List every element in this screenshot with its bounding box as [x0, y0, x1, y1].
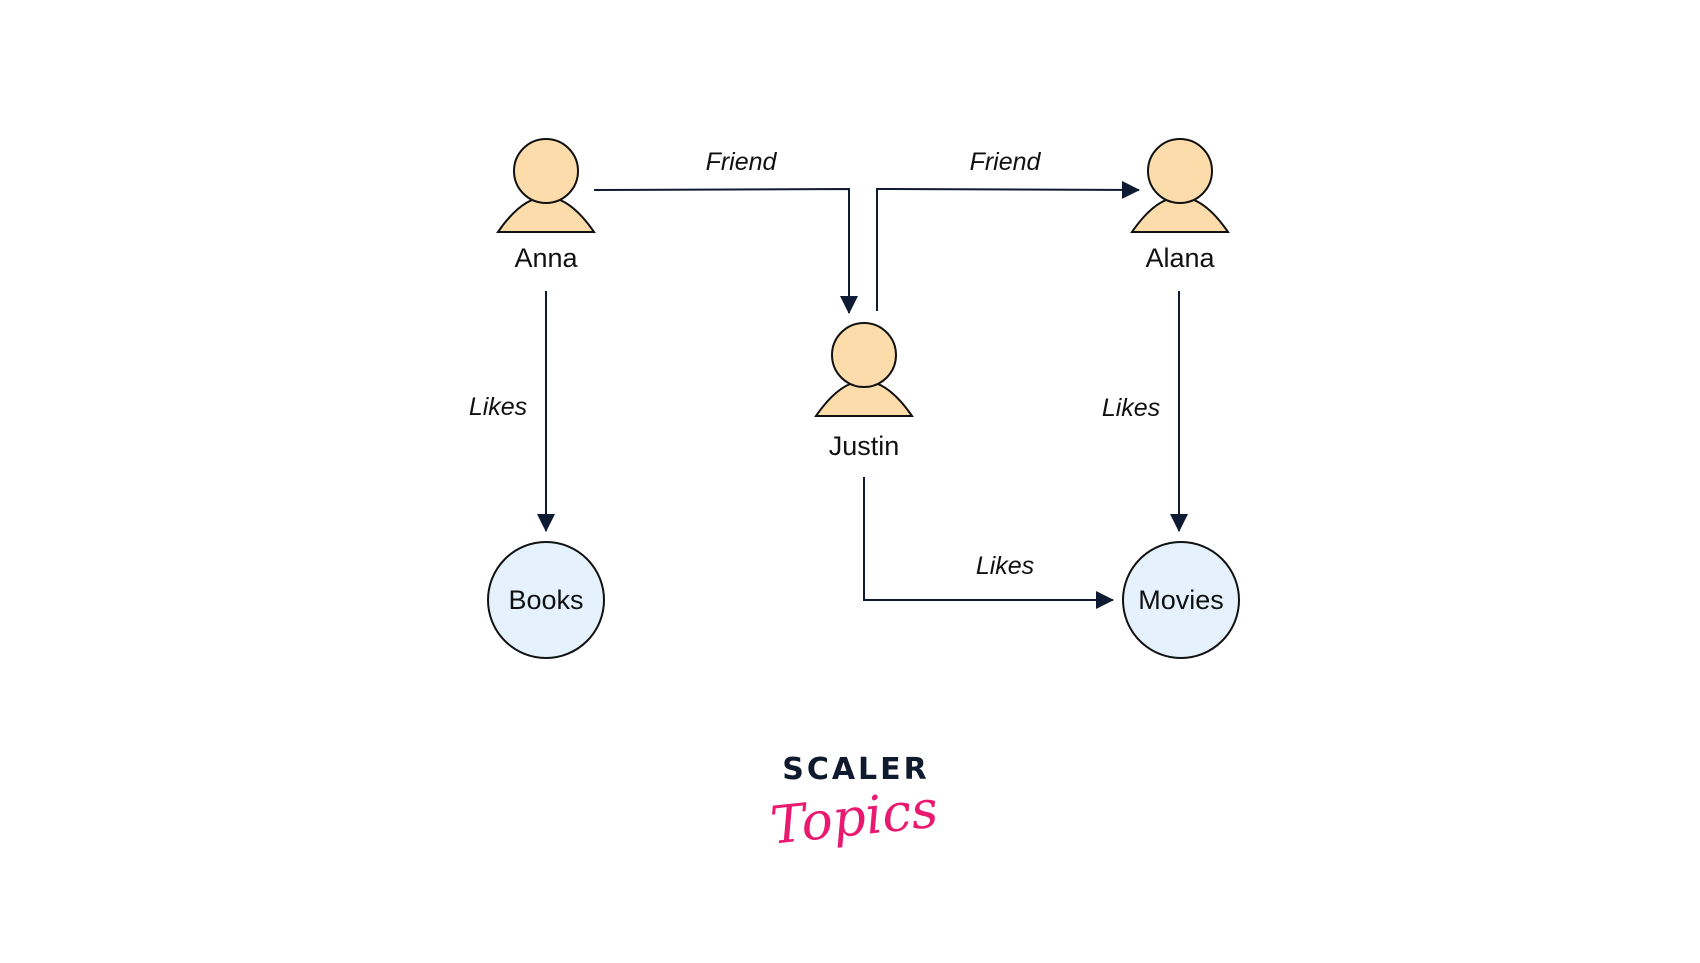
scaler-topics-logo: SCALER Topics: [768, 752, 941, 857]
edge-justin-alana: Friend: [876, 148, 1140, 311]
logo-scaler: SCALER: [782, 752, 930, 787]
node-justin: Justin: [814, 322, 914, 461]
edge-label-likes: Likes: [976, 552, 1034, 580]
node-anna: Anna: [496, 138, 596, 273]
node-label: Alana: [1145, 243, 1215, 273]
edge-label-likes: Likes: [1102, 394, 1160, 422]
node-books: Books: [487, 541, 605, 659]
edge-anna-books: Likes: [469, 291, 555, 532]
node-label: Books: [508, 585, 583, 615]
edge-label-friend: Friend: [970, 148, 1042, 176]
edge-anna-justin: Friend: [593, 148, 858, 314]
node-label: Anna: [514, 243, 578, 273]
edge-justin-movies: Likes: [863, 477, 1114, 609]
edge-label-friend: Friend: [706, 148, 778, 176]
person-icon: [814, 322, 914, 417]
node-movies: Movies: [1122, 541, 1240, 659]
edge-label-likes: Likes: [469, 393, 527, 421]
logo-topics: Topics: [768, 779, 941, 856]
node-label: Movies: [1138, 585, 1224, 615]
edge-alana-movies: Likes: [1102, 291, 1188, 532]
node-label: Justin: [829, 431, 900, 461]
node-alana: Alana: [1130, 138, 1230, 273]
person-icon: [1130, 138, 1230, 233]
person-icon: [496, 138, 596, 233]
